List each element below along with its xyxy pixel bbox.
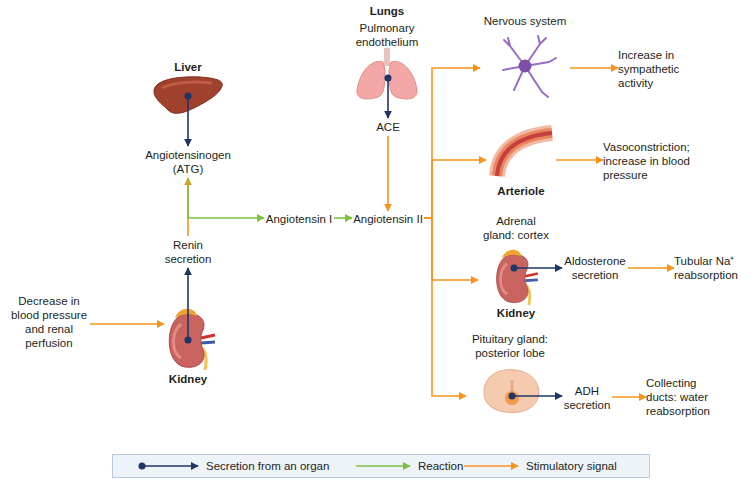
signal-arrow <box>90 323 164 325</box>
process-text: ADH secretion <box>562 384 612 412</box>
secretion-dot <box>185 337 192 344</box>
process-text: Aldosterone secretion <box>562 254 628 282</box>
legend-secretion-dot <box>139 463 146 470</box>
vessel-outer <box>497 133 552 176</box>
target-name: Adrenal gland: cortex <box>481 214 551 242</box>
target-name: Pituitary gland: posterior lobe <box>466 332 554 360</box>
molecule-name: Angiotensin I <box>264 212 334 226</box>
arteriole-icon <box>497 133 552 176</box>
effect-node: Increase in sympathetic activity <box>618 46 686 92</box>
legend-signal-line <box>464 465 518 467</box>
target-node: Nervous system <box>480 14 570 98</box>
signal-arrow <box>187 178 189 236</box>
neuron-icon <box>503 36 556 97</box>
signal-arrow <box>424 68 480 218</box>
left-lung <box>357 61 385 99</box>
molecule-node: Angiotensinogen (ATG) <box>142 146 234 178</box>
reaction-arrow <box>334 217 352 219</box>
lungs-icon <box>357 48 417 99</box>
vessel-lumen <box>497 133 552 176</box>
reaction-arrow <box>188 178 264 218</box>
secretion-arrow <box>514 267 562 269</box>
signal-arrow <box>612 396 646 398</box>
secretion-arrow <box>512 395 562 397</box>
legend-text: Reaction <box>418 459 463 473</box>
adrenal-kidney-icon <box>497 250 538 305</box>
process-node: ADH secretion <box>562 382 612 414</box>
target-node: Arteriole <box>486 128 556 200</box>
organ-node: Kidney <box>164 304 212 388</box>
signal-arrow <box>387 136 389 211</box>
organ-node: Liver <box>150 58 226 116</box>
trigger-text: Decrease in blood pressure and renal per… <box>8 294 90 350</box>
molecule-name: Angiotensinogen (ATG) <box>142 148 234 176</box>
pituitary-icon <box>484 370 539 413</box>
signal-arrow <box>570 67 618 69</box>
legend-text: Secretion from an organ <box>206 459 329 473</box>
effect-node: Tubular Na⁺ reabsorption <box>674 252 746 284</box>
organ-subtitle: Pulmonary endothelium <box>340 21 434 49</box>
pituitary-gland <box>505 391 519 405</box>
legend-reaction-line <box>356 465 410 467</box>
enzyme-name: ACE <box>373 120 403 134</box>
secretion-arrow <box>187 268 189 340</box>
process-text: Renin secretion <box>163 238 213 266</box>
pituitary-stalk <box>511 380 514 392</box>
brain-base <box>484 370 539 413</box>
target-node: Adrenal gland: cortexKidney <box>478 214 554 322</box>
right-lung <box>389 61 417 99</box>
organ-name: Lungs <box>340 4 434 18</box>
molecule-node: Angiotensin I <box>264 211 334 227</box>
effect-node: Vasoconstriction; increase in blood pres… <box>603 138 703 184</box>
connector-layer <box>90 68 674 400</box>
trigger-node: Decrease in blood pressure and renal per… <box>8 292 90 354</box>
liver-highlight <box>162 82 212 88</box>
molecule-node: Angiotensin II <box>352 211 424 227</box>
secretion-arrow <box>187 96 189 146</box>
neuron-body <box>519 60 532 73</box>
secretion-dot <box>511 265 518 272</box>
bronchi <box>376 64 398 72</box>
effect-text: Vasoconstriction; increase in blood pres… <box>603 140 703 182</box>
secretion-dot <box>385 75 392 82</box>
molecule-name: Angiotensin II <box>352 212 424 226</box>
signal-arrow <box>424 218 478 280</box>
legend-samples <box>139 463 519 470</box>
organ-name: Liver <box>150 60 226 74</box>
dendrites <box>503 36 556 97</box>
vessel-media <box>497 133 552 176</box>
organ-name: Kidney <box>478 306 554 320</box>
enzyme-node: ACE <box>373 118 403 136</box>
process-node: Renin secretion <box>163 236 213 268</box>
process-node: Aldosterone secretion <box>562 252 628 284</box>
liver-icon <box>154 77 222 113</box>
effect-text: Increase in sympathetic activity <box>618 48 686 90</box>
signal-arrow <box>424 160 486 218</box>
organ-node: LungsPulmonary endothelium <box>340 2 434 102</box>
effect-text: Tubular Na⁺ reabsorption <box>674 254 746 282</box>
signal-arrow <box>556 159 603 161</box>
target-name: Nervous system <box>480 14 570 28</box>
signal-arrow <box>424 218 466 396</box>
secretion-arrow <box>387 78 389 118</box>
target-node: Pituitary gland: posterior lobe <box>466 332 554 418</box>
legend-secretion-line <box>142 465 198 467</box>
signal-arrow <box>628 267 674 269</box>
legend-text: Stimulatory signal <box>526 459 617 473</box>
secretion-dot <box>185 93 192 100</box>
target-name: Arteriole <box>486 184 556 198</box>
effect-text: Collecting ducts: water reabsorption <box>646 376 716 418</box>
organ-name: Kidney <box>164 372 212 386</box>
effect-node: Collecting ducts: water reabsorption <box>646 374 716 422</box>
trachea <box>384 48 390 66</box>
secretion-dot <box>509 393 516 400</box>
liver-shape <box>154 77 222 113</box>
kidney-icon <box>169 309 215 370</box>
